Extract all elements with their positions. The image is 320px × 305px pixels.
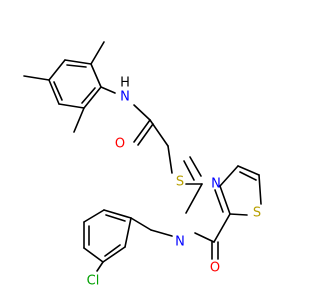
ring-nitrogen-1-label: N [211, 177, 221, 192]
pyrimidinone-ring [183, 156, 231, 243]
ring-oxygen-label: O [210, 261, 220, 276]
nh-hydrogen-label: H [120, 76, 130, 91]
mesityl-ring [48, 59, 102, 109]
thiophene-ring [219, 165, 262, 216]
molecule-diagram: N H O S N N S O Cl [23, 41, 262, 289]
chlorophenyl-ring [83, 209, 132, 263]
amide-oxygen-label: O [115, 137, 125, 152]
thiophene-sulfur-label: S [253, 206, 261, 221]
ring-nitrogen-3-label: N [175, 235, 185, 250]
nh-nitrogen-label: N [120, 90, 130, 105]
chloro-bond [96, 261, 104, 272]
amide-linker [100, 86, 173, 174]
thioether-sulfur-label: S [176, 175, 184, 190]
molecule-structure: N H O S N N S O Cl [23, 41, 262, 289]
methyl-groups [23, 41, 105, 133]
benzyl-linker [130, 217, 173, 237]
carbonyl-bond [211, 241, 219, 260]
chlorine-label: Cl [87, 274, 100, 289]
